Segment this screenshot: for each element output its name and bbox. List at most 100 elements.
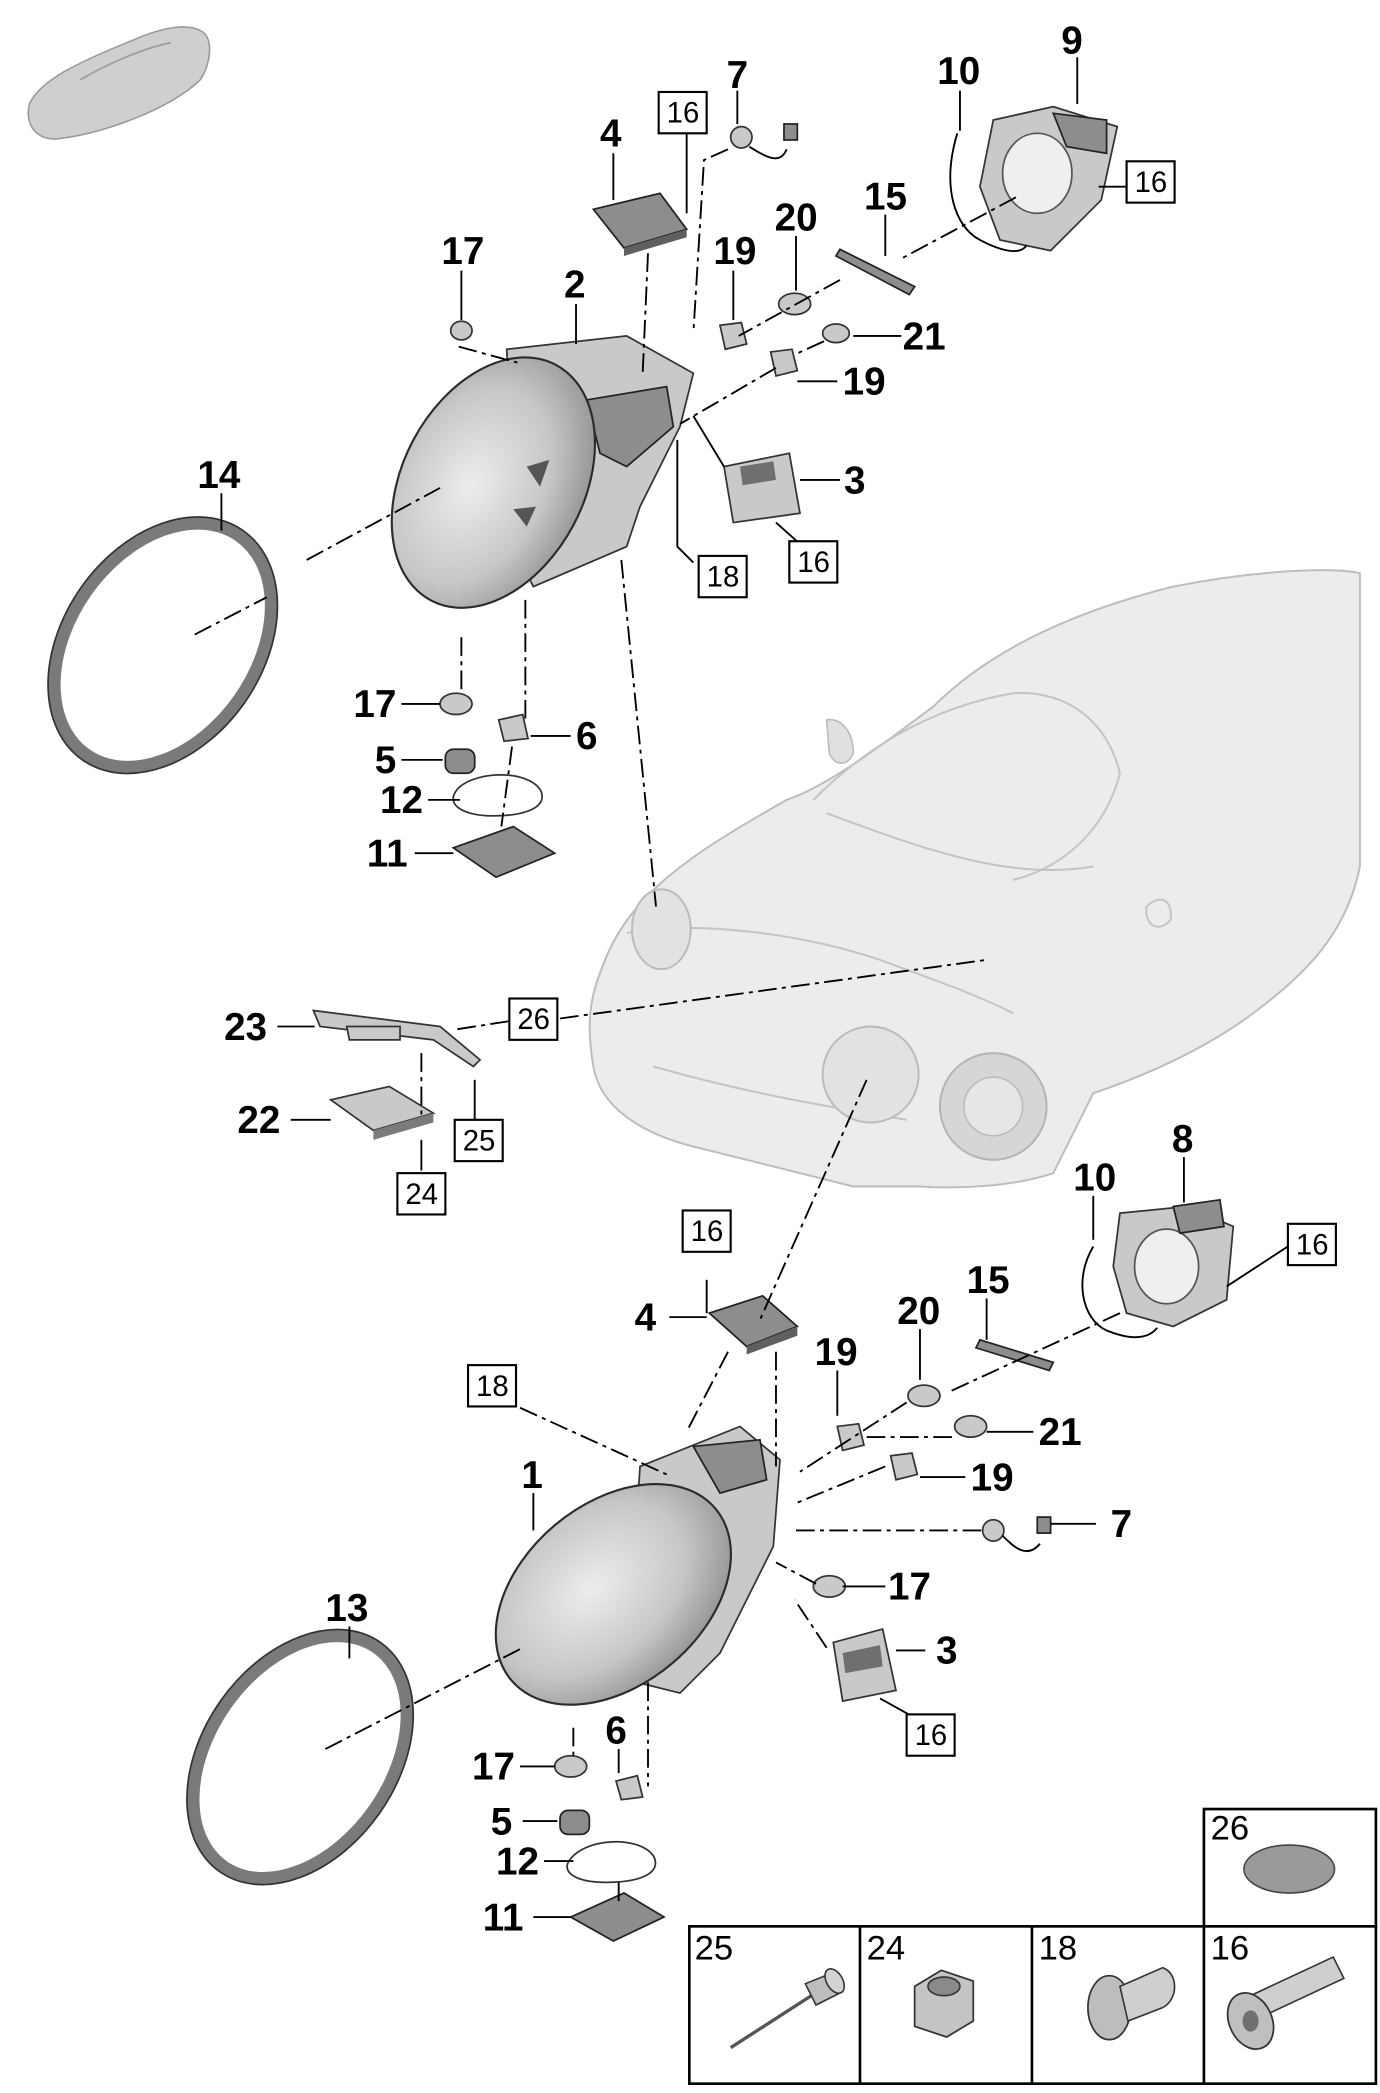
control-unit-3b — [832, 1627, 898, 1703]
callout-top-14: 6 — [576, 715, 598, 758]
callout-bottom-15: 5 — [491, 1800, 512, 1843]
legend-bottom-0: 25 — [695, 1930, 734, 1968]
callout-top-13: 17 — [353, 683, 396, 726]
cap-17d — [553, 1754, 588, 1778]
ref-box-bottom-3: 16 — [915, 1719, 948, 1752]
callout-top-0: 9 — [1061, 19, 1083, 62]
connector-7 — [729, 123, 799, 160]
connector-7b — [981, 1516, 1052, 1552]
gasket-12b — [566, 1840, 657, 1884]
adjuster-19b — [769, 348, 799, 377]
callout-middle-0: 23 — [224, 1006, 267, 1049]
callout-top-8: 19 — [713, 230, 756, 273]
callout-bottom-13: 6 — [605, 1710, 627, 1753]
callout-top-6: 20 — [775, 197, 818, 240]
led-module-4b — [707, 1294, 799, 1355]
callout-bottom-4: 4 — [635, 1296, 657, 1339]
bulb-holder-6 — [497, 713, 530, 743]
callout-bottom-12: 13 — [325, 1587, 368, 1630]
callout-middle-1: 22 — [237, 1099, 280, 1142]
cap-17b — [439, 692, 473, 716]
ref-box-middle-2: 24 — [405, 1178, 438, 1211]
led-module-4 — [591, 192, 689, 256]
bottom-headlight-group — [186, 1198, 1235, 1942]
adjuster-19d — [889, 1452, 919, 1481]
ref-boxes-middle: 26 25 24 — [396, 997, 559, 1216]
bracket-21b — [953, 1414, 988, 1438]
adjuster-19a — [718, 321, 748, 351]
callout-top-11: 3 — [844, 459, 865, 502]
callout-top-9: 21 — [903, 315, 946, 358]
callout-top-17: 11 — [367, 833, 408, 876]
housing-cover-8 — [1081, 1198, 1235, 1339]
cap-17 — [449, 320, 473, 341]
bracket-21 — [821, 323, 851, 344]
cover-11b — [568, 1892, 666, 1942]
gasket-12 — [452, 774, 543, 817]
bulb-5b — [559, 1809, 591, 1836]
ref-box-top-1: 16 — [1135, 166, 1168, 199]
callout-bottom-1: 10 — [1073, 1156, 1116, 1199]
callout-top-3: 4 — [600, 113, 622, 156]
clip-icon — [1087, 1966, 1176, 2041]
ref-box-top-2: 18 — [707, 561, 740, 594]
callout-top-7: 15 — [864, 175, 907, 218]
callout-bottom-17: 11 — [483, 1896, 524, 1939]
callout-bottom-3: 20 — [897, 1290, 940, 1333]
callout-top-12: 14 — [197, 454, 240, 497]
headlight-housing-1 — [494, 1425, 781, 1706]
bulb-holder-6b — [614, 1774, 644, 1801]
module-22 — [328, 1085, 436, 1132]
bracket-23 — [312, 1009, 482, 1068]
seal-strip-15b — [974, 1338, 1055, 1372]
bulb-5 — [444, 748, 476, 775]
ref-box-middle-0: 26 — [517, 1003, 550, 1036]
ref-box-bottom-0: 16 — [691, 1215, 724, 1248]
callout-top-15: 5 — [375, 739, 396, 782]
callout-bottom-9: 7 — [1111, 1503, 1133, 1546]
callout-bottom-16: 12 — [496, 1840, 539, 1883]
ref-boxes-top: 16 16 18 16 — [657, 90, 1176, 599]
ref-box-middle-1: 25 — [463, 1124, 496, 1157]
car-thumbnail-icon — [27, 26, 211, 140]
middle-bracket-group — [312, 1009, 482, 1140]
legend-top-0: 26 — [1211, 1810, 1250, 1848]
legend-bottom-1: 24 — [867, 1930, 906, 1968]
callout-top-10: 19 — [843, 361, 886, 404]
legend-bottom-2: 18 — [1039, 1930, 1078, 1968]
callout-top-4: 17 — [441, 230, 484, 273]
bracket-20b — [907, 1384, 941, 1408]
callouts-middle: 23 22 — [224, 1006, 280, 1142]
leader-lines — [194, 57, 1289, 1918]
bolt-icon — [1226, 1955, 1345, 2050]
top-headlight-group — [47, 105, 1119, 879]
callout-bottom-10: 17 — [888, 1566, 931, 1609]
trim-ring-14 — [47, 516, 279, 775]
callout-bottom-6: 21 — [1039, 1411, 1082, 1454]
control-unit-3 — [723, 452, 801, 524]
callout-top-16: 12 — [380, 779, 423, 822]
callout-bottom-2: 15 — [967, 1259, 1010, 1302]
callout-bottom-5: 19 — [815, 1331, 858, 1374]
housing-cover-9 — [949, 105, 1119, 253]
hex-nut-icon — [913, 1969, 975, 2038]
callout-bottom-8: 1 — [521, 1454, 543, 1497]
adjuster-19c — [836, 1422, 866, 1452]
callout-bottom-11: 3 — [936, 1630, 957, 1673]
cover-11 — [451, 825, 557, 879]
legend-bottom-3: 16 — [1211, 1930, 1250, 1968]
rivet-icon — [729, 1967, 846, 2050]
headlight-housing-2 — [390, 335, 695, 609]
ref-box-bottom-2: 18 — [476, 1370, 509, 1403]
sealing-patch-icon — [1243, 1844, 1336, 1894]
callouts-bottom: 8 10 15 20 4 19 21 19 1 7 17 3 13 6 17 5… — [325, 1118, 1193, 1940]
cap-17c — [812, 1574, 847, 1598]
ref-box-bottom-1: 16 — [1296, 1228, 1329, 1261]
callout-top-1: 10 — [937, 50, 980, 93]
callout-top-2: 7 — [727, 54, 749, 97]
trim-ring-13 — [186, 1628, 415, 1886]
callout-bottom-0: 8 — [1172, 1118, 1194, 1161]
fastener-legend: 26 25 24 18 16 — [688, 1807, 1378, 2086]
